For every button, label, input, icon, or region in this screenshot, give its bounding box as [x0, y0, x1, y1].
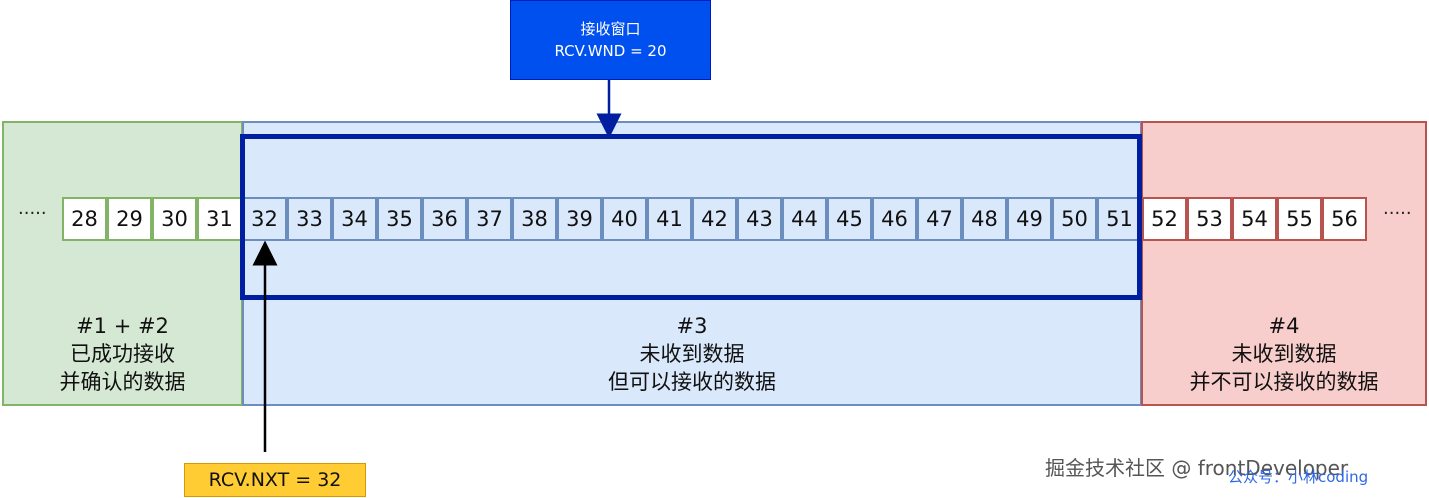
seq-cell: 40 — [602, 197, 647, 241]
blue-region-label: #3 未收到数据 但可以接收的数据 — [242, 312, 1142, 396]
blue-label-line1: #3 — [676, 314, 708, 338]
seq-cell: 44 — [782, 197, 827, 241]
ellipsis-right: ····· — [1383, 203, 1412, 224]
seq-cell: 56 — [1322, 197, 1367, 241]
seq-cell: 33 — [287, 197, 332, 241]
seq-cell: 49 — [1007, 197, 1052, 241]
seq-cell: 51 — [1097, 197, 1142, 241]
blue-label-line3: 但可以接收的数据 — [608, 370, 776, 394]
green-region-label: #1 + #2 已成功接收 并确认的数据 — [2, 312, 243, 396]
seq-cell: 53 — [1187, 197, 1232, 241]
seq-cell: 37 — [467, 197, 512, 241]
watermark-secondary: 公众号：小林coding — [1228, 468, 1369, 486]
seq-cell: 47 — [917, 197, 962, 241]
receivable-region — [242, 121, 1142, 406]
green-label-line2: 已成功接收 — [70, 342, 175, 366]
seq-cell: 34 — [332, 197, 377, 241]
seq-cell: 28 — [62, 197, 107, 241]
seq-cell: 41 — [647, 197, 692, 241]
seq-cell: 48 — [962, 197, 1007, 241]
receive-window-frame — [240, 134, 1142, 300]
green-label-line1: #1 + #2 — [76, 314, 169, 338]
window-label-line1: 接收窗口 — [580, 20, 641, 38]
seq-cell: 52 — [1142, 197, 1187, 241]
received-acked-region — [2, 121, 243, 406]
not-receivable-region — [1141, 121, 1427, 406]
red-label-line3: 并不可以接收的数据 — [1189, 370, 1379, 394]
seq-cell: 31 — [197, 197, 242, 241]
receive-window-label: 接收窗口 RCV.WND = 20 — [510, 0, 711, 80]
red-region-label: #4 未收到数据 并不可以接收的数据 — [1141, 312, 1427, 396]
ellipsis-left: ····· — [18, 203, 47, 224]
seq-cell: 35 — [377, 197, 422, 241]
red-label-line1: #4 — [1268, 314, 1300, 338]
seq-cell: 50 — [1052, 197, 1097, 241]
seq-cell: 42 — [692, 197, 737, 241]
seq-cell: 54 — [1232, 197, 1277, 241]
seq-cell: 36 — [422, 197, 467, 241]
red-label-line2: 未收到数据 — [1231, 342, 1337, 366]
window-label-line2: RCV.WND = 20 — [554, 42, 667, 60]
watermark: 掘金技术社区 @ frontDeveloper — [1045, 456, 1349, 480]
seq-cell: 32 — [242, 197, 287, 241]
rcv-nxt-label: RCV.NXT = 32 — [184, 463, 366, 497]
seq-cell: 45 — [827, 197, 872, 241]
seq-cell: 38 — [512, 197, 557, 241]
seq-cell: 30 — [152, 197, 197, 241]
seq-cell: 46 — [872, 197, 917, 241]
seq-cell: 55 — [1277, 197, 1322, 241]
seq-cell: 43 — [737, 197, 782, 241]
blue-label-line2: 未收到数据 — [639, 342, 745, 366]
green-label-line3: 并确认的数据 — [59, 370, 186, 394]
seq-cell: 29 — [107, 197, 152, 241]
seq-cell: 39 — [557, 197, 602, 241]
